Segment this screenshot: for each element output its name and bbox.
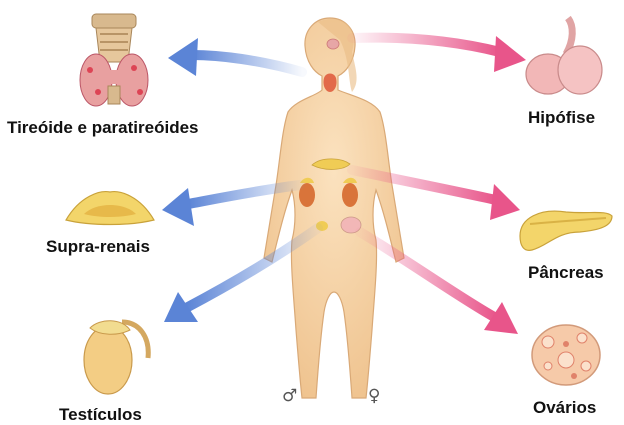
arrow-to-pituitary <box>352 36 526 72</box>
arrow-to-ovaries <box>360 232 518 334</box>
testes-illustration <box>84 321 148 394</box>
ovaries-label: Ovários <box>533 398 596 418</box>
pancreas-illustration <box>520 211 612 250</box>
ovaries-illustration <box>532 325 600 385</box>
pituitary-label: Hipófise <box>528 108 595 128</box>
pancreas-label: Pâncreas <box>528 263 604 283</box>
male-symbol-icon: ♂ <box>282 386 297 406</box>
female-symbol-icon: ♀ <box>368 386 380 406</box>
thyroid-illustration <box>80 14 148 106</box>
testes-label: Testículos <box>59 405 142 425</box>
pituitary-illustration <box>526 18 602 94</box>
arrow-to-thyroid <box>168 38 302 76</box>
thyroid-label: Tireóide e paratireóides <box>7 118 198 138</box>
adrenals-label: Supra-renais <box>46 237 150 257</box>
adrenals-illustration <box>66 192 154 225</box>
